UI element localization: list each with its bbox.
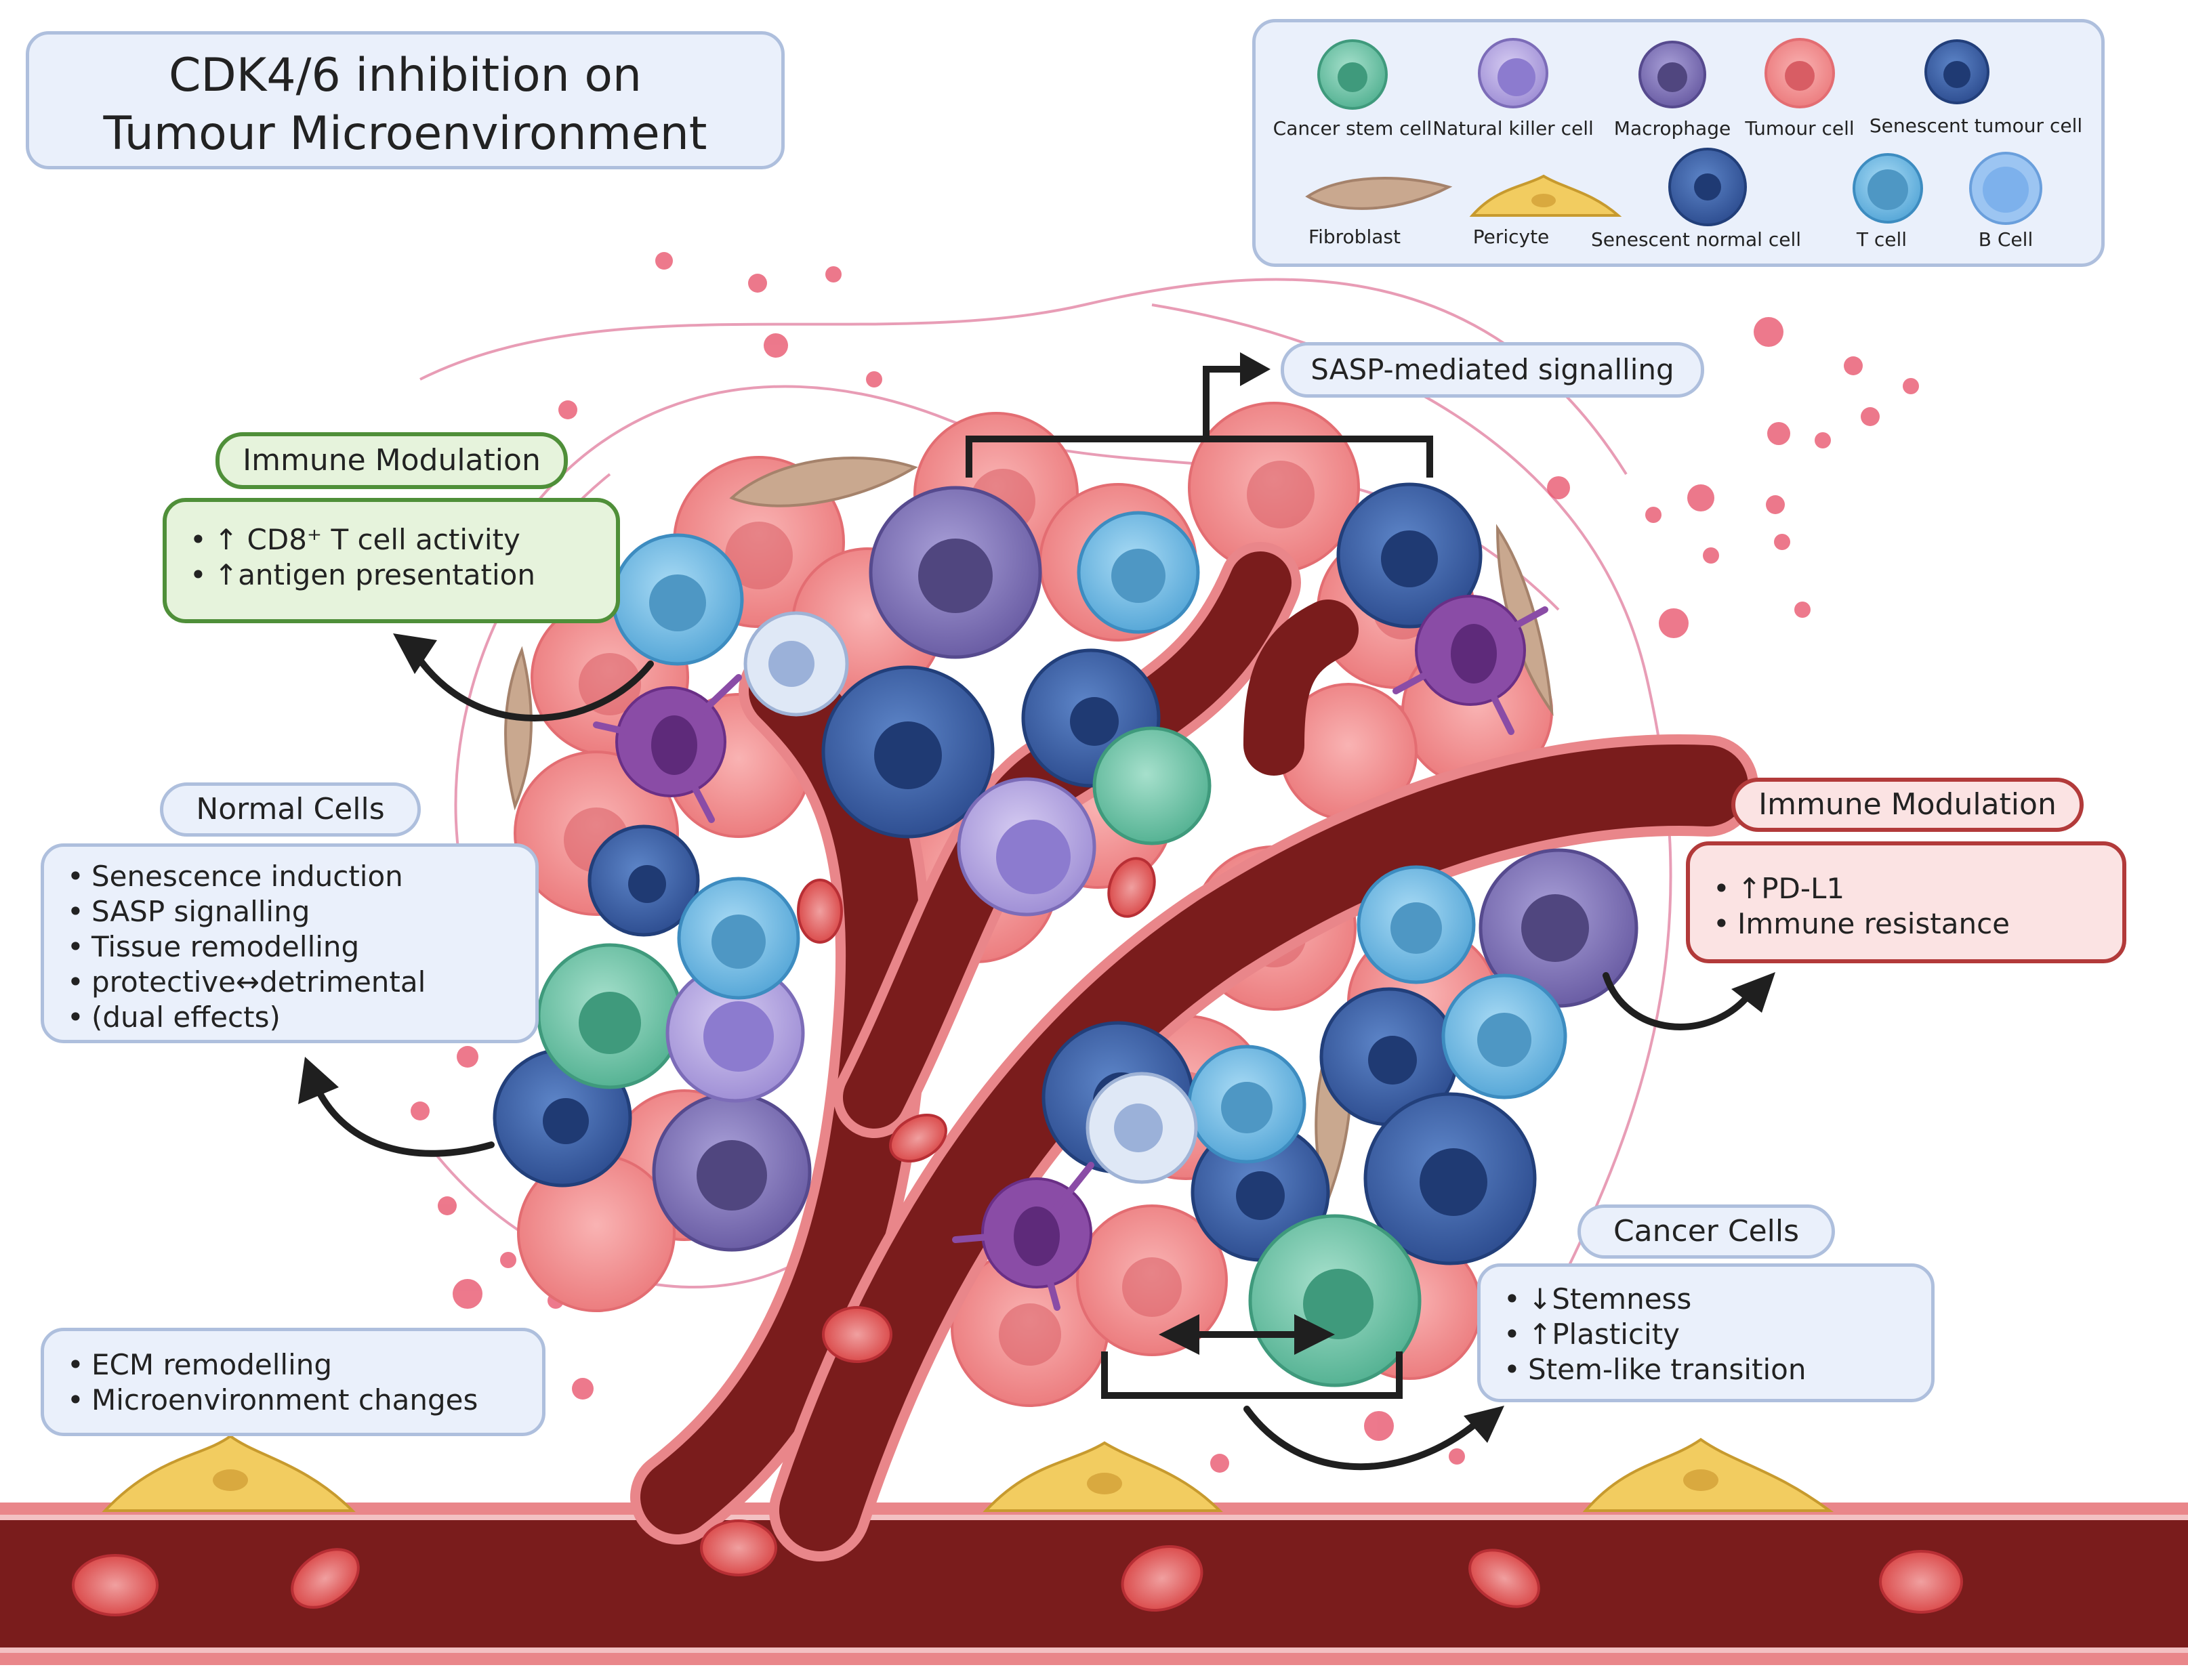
- immune-modulation-red-box: ↑PD-L1 Immune resistance: [1686, 841, 2126, 963]
- immune-modulation-red-list: ↑PD-L1 Immune resistance: [1690, 871, 2122, 942]
- immune-red-item-2: Immune resistance: [1713, 906, 2122, 942]
- fibroblasts: [504, 457, 1554, 1203]
- pericytes: [102, 1434, 1834, 1512]
- legend-label-natural-killer-cell: Natural killer cell: [1432, 117, 1594, 140]
- normal-cells-heading: Normal Cells: [160, 782, 421, 837]
- tumour-cell-icon: [1764, 38, 1835, 108]
- legend-label-t-cell: T cell: [1856, 228, 1907, 251]
- immune-modulation-red-heading: Immune Modulation: [1731, 778, 2084, 832]
- normal-cells-item-1: Senescence induction: [67, 859, 535, 894]
- b-cell-icon: [1969, 152, 2042, 225]
- senescent-tumour-cell-icon: [1924, 39, 1989, 104]
- normal-cells-box: Senescence induction SASP signalling Tis…: [41, 843, 539, 1043]
- cancer-cells-item-2: ↑Plasticity: [1504, 1317, 1931, 1352]
- legend-icons: [1305, 38, 2042, 226]
- fibroblast-icon: [1305, 177, 1453, 210]
- immune-modulation-green-box: ↑ CD8⁺ T cell activity ↑antigen presenta…: [163, 498, 620, 623]
- normal-cells-item-3: Tissue remodelling: [67, 929, 535, 965]
- legend-label-macrophage: Macrophage: [1613, 117, 1731, 140]
- sasp-bracket: [966, 366, 1433, 478]
- immune-green-item-1: ↑ CD8⁺ T cell activity: [190, 522, 616, 558]
- legend-label-senescent-tumour-cell: Senescent tumour cell: [1869, 114, 2083, 137]
- immune-modulation-green-list: ↑ CD8⁺ T cell activity ↑antigen presenta…: [167, 522, 616, 593]
- ecm-item-1: ECM remodelling: [67, 1347, 542, 1383]
- immune-red-item-1: ↑PD-L1: [1713, 871, 2122, 906]
- sasp-label: SASP-mediated signalling: [1281, 342, 1704, 398]
- cancer-cells-heading: Cancer Cells: [1577, 1204, 1835, 1259]
- legend-label-tumour-cell: Tumour cell: [1745, 117, 1855, 140]
- ecm-box: ECM remodelling Microenvironment changes: [41, 1328, 545, 1436]
- cancer-cells-item-1: ↓Stemness: [1504, 1282, 1931, 1317]
- t-cell-icon: [1853, 153, 1923, 224]
- normal-cells-item-4: protective↔detrimental: [67, 965, 535, 1000]
- normal-cells-item-2: SASP signalling: [67, 894, 535, 929]
- title-box: CDK4/6 inhibition on Tumour Microenviron…: [26, 31, 785, 169]
- immune-green-item-2: ↑antigen presentation: [190, 558, 616, 593]
- legend-label-cancer-stem-cell: Cancer stem cell: [1273, 117, 1432, 140]
- cancer-cells-box: ↓Stemness ↑Plasticity Stem-like transiti…: [1477, 1263, 1935, 1402]
- legend-label-fibroblast: Fibroblast: [1308, 226, 1401, 248]
- blood-vessel-main: [0, 1503, 2188, 1665]
- legend-label-senescent-normal-cell: Senescent normal cell: [1591, 228, 1801, 251]
- ecm-list: ECM remodelling Microenvironment changes: [44, 1347, 542, 1418]
- senescent-normal-cell-icon: [1668, 148, 1747, 226]
- red-blood-cells: [72, 857, 1963, 1616]
- legend: Cancer stem cell Natural killer cell Mac…: [1252, 19, 2105, 267]
- ecm-item-2: Microenvironment changes: [67, 1383, 542, 1418]
- legend-label-pericyte: Pericyte: [1472, 226, 1550, 248]
- normal-cells-list: Senescence induction SASP signalling Tis…: [44, 859, 535, 1035]
- legend-label-b-cell: B Cell: [1978, 228, 2034, 251]
- immune-modulation-green-heading: Immune Modulation: [215, 432, 568, 489]
- macrophage-icon: [1638, 41, 1706, 108]
- cancer-cells-item-3: Stem-like transition: [1504, 1352, 1931, 1387]
- title-line-1: CDK4/6 inhibition on: [168, 49, 642, 102]
- title-line-2: Tumour Microenvironment: [103, 107, 707, 161]
- normal-cells-item-5: (dual effects): [67, 1000, 535, 1035]
- pericyte-icon: [1469, 174, 1622, 217]
- cancer-cells-list: ↓Stemness ↑Plasticity Stem-like transiti…: [1481, 1282, 1931, 1387]
- cancer-stem-cell-icon: [1317, 39, 1388, 110]
- t-cells: [611, 511, 1567, 1164]
- natural-killer-cell-icon: [1478, 38, 1548, 108]
